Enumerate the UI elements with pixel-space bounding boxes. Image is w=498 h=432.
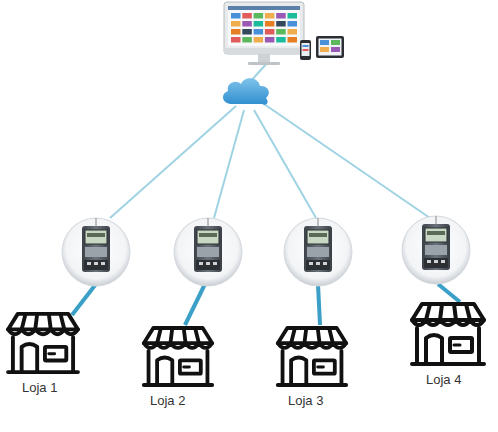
screen-tile [276,29,286,35]
screen-tile [265,29,275,35]
network-links [110,62,430,218]
shop-node: Loja 2 [140,324,216,409]
screen-tile [242,13,252,19]
screen-tile [242,37,252,43]
shop-label: Loja 3 [288,393,350,409]
energy-meter [174,218,242,286]
shop-icon [4,310,82,376]
tablet [316,36,344,58]
shop-icon [408,300,488,368]
cloud-icon [223,78,269,104]
shop-node: Loja 1 [4,310,82,396]
screen-tile [276,37,286,43]
screen-tile [276,13,286,19]
smartphone [300,40,311,60]
screen-tile [265,37,275,43]
screen-tile [231,13,241,19]
screen-tile [254,29,264,35]
screen-tile [288,37,298,43]
shop-label: Loja 2 [150,393,216,409]
screen-tile [242,29,252,35]
screen-tile [288,13,298,19]
screen-tile [254,13,264,19]
screen-tile [265,13,275,19]
energy-meter [402,216,470,284]
screen-tile [242,21,252,27]
energy-meter [284,218,352,286]
screen-tile [231,37,241,43]
shop-node: Loja 4 [408,300,488,388]
energy-meter [62,218,130,286]
shop-icon [274,324,350,389]
desktop-computer [224,2,304,65]
screen-tile [265,21,275,27]
shop-node: Loja 3 [274,324,350,409]
screen-tile [288,29,298,35]
screen-tile [231,29,241,35]
supply-lines [72,284,460,325]
screen-tile [254,21,264,27]
screen-tile [254,37,264,43]
screen-tile [276,21,286,27]
shop-icon [140,324,216,389]
screen-tile [288,21,298,27]
screen-tile [231,21,241,27]
shop-label: Loja 4 [426,372,488,388]
shop-label: Loja 1 [22,380,82,396]
